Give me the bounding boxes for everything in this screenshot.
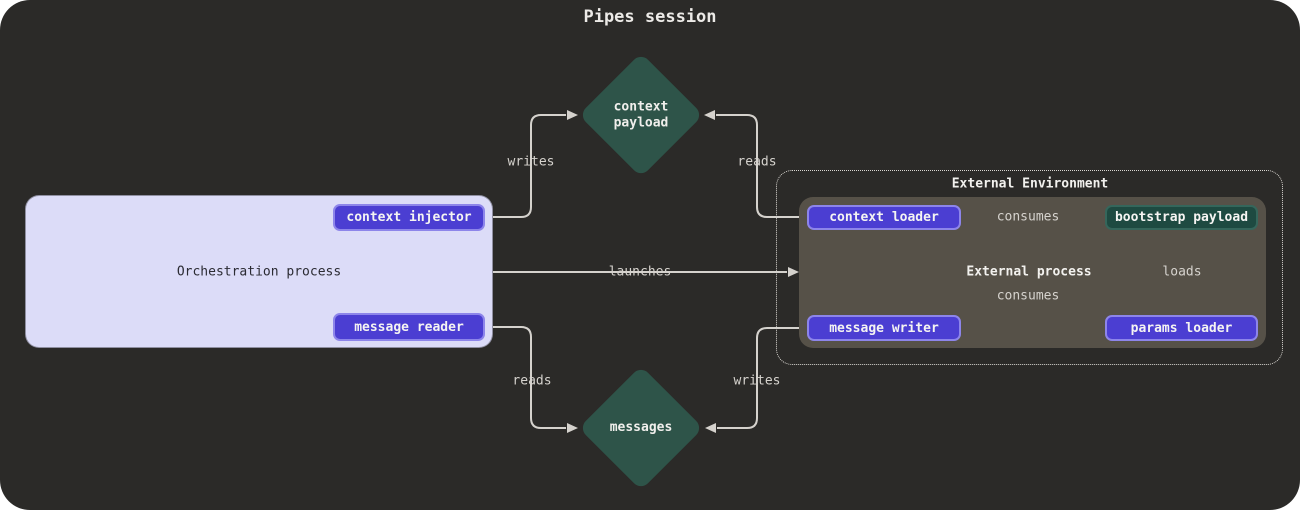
- message-writer-node: message writer: [807, 315, 961, 341]
- context-injector-node: context injector: [333, 204, 485, 231]
- context-injector-label: context injector: [346, 210, 472, 225]
- messages-label: messages: [609, 420, 673, 436]
- edge-reads-top-arrowhead: [704, 110, 715, 120]
- message-reader-label: message reader: [354, 319, 464, 335]
- context-loader-node: context loader: [807, 205, 961, 230]
- edge-launches-arrowhead: [788, 267, 799, 277]
- orchestration-process-label: Orchestration process: [176, 264, 342, 279]
- edge-label-reads-bottom: reads: [512, 373, 552, 389]
- bootstrap-payload-label: bootstrap payload: [1114, 210, 1249, 225]
- edge-label-loads: loads: [1162, 264, 1202, 280]
- context-payload-label: context payload: [613, 99, 669, 130]
- external-process-label: External process: [966, 264, 1092, 280]
- edge-reads-bottom-line: [483, 326, 566, 429]
- edge-label-reads-top: reads: [737, 154, 777, 170]
- edge-reads-top-line: [716, 114, 807, 218]
- edge-writes-bottom-line: [717, 327, 807, 429]
- edge-label-writes-bottom: writes: [733, 373, 781, 389]
- edge-label-consumes-top: consumes: [996, 209, 1060, 225]
- edge-label-launches: launches: [608, 264, 672, 280]
- external-environment-label: External Environment: [951, 176, 1109, 192]
- edge-writes-bottom-arrowhead: [705, 423, 716, 433]
- edge-label-consumes-bottom: consumes: [996, 288, 1060, 304]
- edge-writes-top-line: [485, 114, 566, 218]
- diagram-title: Pipes session: [583, 7, 717, 27]
- message-reader-node: message reader: [333, 313, 485, 341]
- edge-label-writes-top: writes: [507, 154, 555, 170]
- params-loader-node: params loader: [1105, 315, 1258, 341]
- message-writer-label: message writer: [829, 320, 939, 336]
- context-loader-label: context loader: [829, 210, 939, 225]
- params-loader-label: params loader: [1130, 320, 1233, 336]
- external-environment-group: [776, 170, 1283, 365]
- edge-writes-top-arrowhead: [567, 110, 578, 120]
- bootstrap-payload-node: bootstrap payload: [1105, 205, 1258, 230]
- edge-reads-bottom-arrowhead: [567, 423, 578, 433]
